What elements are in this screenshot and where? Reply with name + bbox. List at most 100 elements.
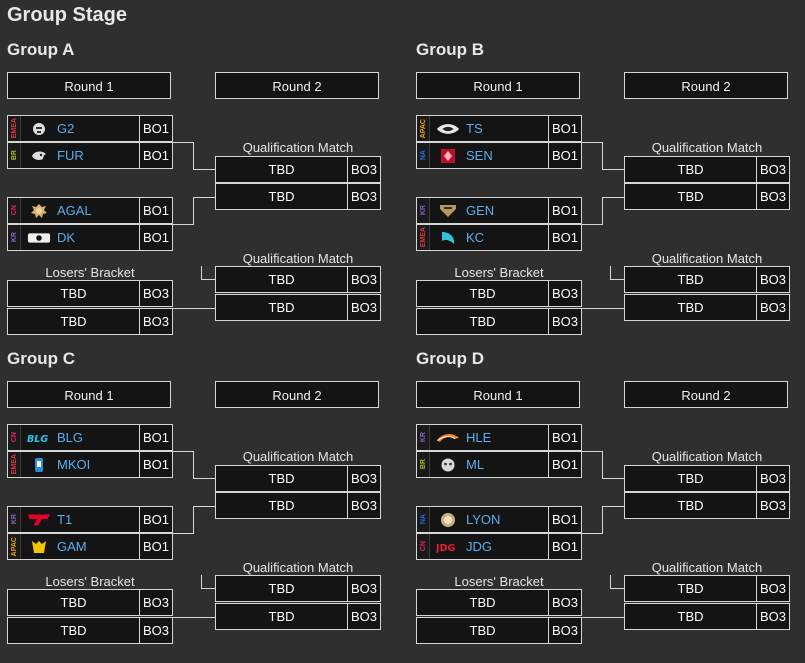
team-cell[interactable]: TBD xyxy=(417,281,549,306)
team-cell[interactable]: TBD xyxy=(625,576,757,601)
team-cell[interactable]: TBD xyxy=(216,604,348,629)
team-name: G2 xyxy=(57,121,75,136)
bracket-connector xyxy=(582,224,602,225)
sentinels-icon xyxy=(436,148,460,164)
team-cell[interactable]: TBD xyxy=(625,466,757,491)
team-cell[interactable]: TBD xyxy=(216,466,348,491)
team-cell[interactable]: TBD xyxy=(8,618,140,643)
team-cell[interactable]: TBD xyxy=(625,604,757,629)
team-cell[interactable]: TBD xyxy=(216,157,348,182)
qualification-match-label: Qualification Match xyxy=(242,140,354,155)
team-cell[interactable]: TBD xyxy=(216,184,348,209)
tbd-label: TBD xyxy=(677,498,704,513)
team-cell[interactable]: TBD xyxy=(216,576,348,601)
team-cell[interactable]: TBD xyxy=(625,157,757,182)
qualification-2-row-2[interactable]: TBD BO3 xyxy=(215,603,381,630)
bo3-badge: BO3 xyxy=(759,471,786,486)
bo3-badge: BO3 xyxy=(350,609,377,624)
team-cell[interactable]: TBD xyxy=(625,184,757,209)
team-cell[interactable]: TBD xyxy=(216,267,348,292)
bo1-badge: BO1 xyxy=(551,512,578,527)
team-cell[interactable]: TBD xyxy=(625,493,757,518)
bo3-badge: BO3 xyxy=(759,609,786,624)
bo1-badge: BO1 xyxy=(142,148,169,163)
tbd-label: TBD xyxy=(469,314,496,329)
team-name: AGAL xyxy=(57,203,92,218)
team-cell[interactable]: TBD xyxy=(417,590,549,615)
qualification-match-label: Qualification Match xyxy=(242,560,354,575)
team-cell[interactable]: TBD xyxy=(625,267,757,292)
team-cell[interactable]: TBD xyxy=(216,295,348,320)
team-cell[interactable]: TBD xyxy=(8,309,140,334)
bo1-badge: BO1 xyxy=(142,539,169,554)
team-cell[interactable]: TBD xyxy=(417,309,549,334)
bo1-badge: BO1 xyxy=(551,457,578,472)
team-cell[interactable]: TBD xyxy=(216,493,348,518)
team-name: SEN xyxy=(466,148,493,163)
bracket-connector xyxy=(193,197,194,225)
team-cell[interactable]: TBD xyxy=(8,281,140,306)
team-cell[interactable]: TBD xyxy=(8,590,140,615)
tbd-label: TBD xyxy=(268,609,295,624)
losers-bracket-label: Losers' Bracket xyxy=(454,265,544,280)
team-cell[interactable]: TBD xyxy=(417,618,549,643)
region-label: KR xyxy=(419,432,427,443)
team-cell[interactable]: TBD xyxy=(625,295,757,320)
